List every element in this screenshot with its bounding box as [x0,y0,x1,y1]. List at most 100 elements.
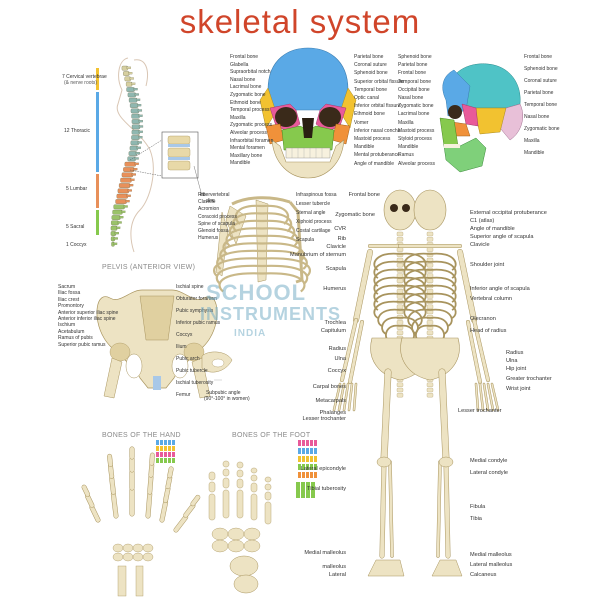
pelvis-labels-item: Ischial tuberosity [176,380,214,386]
mini-foot-bone [310,440,313,446]
pelvis-labels-item: Promontory [58,303,84,310]
pelvis-labels-item: Ischial spine [176,284,204,290]
lumbar-bar [96,174,99,208]
skull-front-right-item: Inferior nasal concha [354,127,401,134]
skull-side-left-item: Zygomatic bone [398,103,434,110]
pelvis-labels-item: Obturator foramen [176,296,217,302]
rib [403,268,431,287]
mini-foot-bone [310,456,313,462]
bone [388,460,394,558]
spine-label-sacral: 5 Sacral [66,224,85,230]
vertebra [426,320,434,325]
skull-side-right-item: Frontal bone [524,54,553,60]
spinous-process [123,205,128,208]
foot-phalanx [236,478,244,489]
mini-foot-bone [298,472,301,478]
bone [483,383,489,411]
vertebra [396,320,404,325]
skull-front-left-item: Ethmoid bone [230,99,261,106]
skull-front-left-item: Maxillary bone [230,152,263,159]
skeleton-label-right: Olecranon [470,316,496,322]
phalanx [89,505,100,522]
pelvis-labels-item: Iliac crest [58,296,80,303]
pelvis-labels-item: Pubic arch [176,356,200,362]
mini-hand-bone [164,446,167,451]
skeleton-label-left: Scapula [325,266,346,272]
spinous-process [112,242,118,245]
skull-side-left-item: Nasal bone [398,95,424,101]
skeleton-label-left: Humerus [323,286,346,292]
rib [429,292,457,311]
skull [413,189,447,231]
mini-foot-bone [310,472,313,478]
pelvis-labels-item: Femur [176,392,191,398]
ribcage-labels-item: Lesser tubercle [296,201,331,207]
skull-side-left-item: Mandible [398,144,419,151]
skeleton-label-right: Angle of mandible [470,226,515,232]
spinous-process [119,216,124,219]
skeleton-label-left: Clavicle [326,244,346,250]
bone [340,318,358,382]
rib [411,316,431,335]
mini-foot-bone [306,464,309,470]
mini-foot-bone [310,448,313,454]
phalanx [148,463,154,478]
phalanx [146,492,152,518]
spinous-process [129,184,134,187]
phalanx [167,466,174,478]
ribcage-labels-item: Acromion [198,206,220,213]
vertebra [396,330,404,335]
foot-phalanx [264,476,272,483]
mini-foot-bone [302,456,305,462]
rib-right [261,249,308,270]
skeleton-label-left: Radius [328,346,346,352]
bone [348,320,364,384]
foot-phalanx [208,493,216,521]
rib [377,308,401,327]
skeleton-label-left: Tibial tuberosity [307,486,346,492]
spine-label-disc: disc [206,198,215,204]
rib [373,268,401,287]
skull-front-left-item: Frontal bone [230,54,259,60]
vertebra [426,393,434,398]
rib-left [216,249,263,270]
spinous-process [128,72,133,75]
ribcage-labels-item: Glenoid fossa [198,228,229,234]
bone [475,383,479,411]
skeleton-label-left: CVR [334,226,346,232]
skeleton-label-right: C1 (atlas) [470,218,495,224]
spinous-process [134,93,139,96]
phalanx [85,494,94,508]
mini-foot-bone [302,448,305,454]
rib [373,276,401,295]
mini-foot-bone [306,440,309,446]
rib-right [261,212,293,233]
bone [353,383,357,411]
section-title-pelvis: PELVIS (ANTERIOR VIEW) [102,264,196,271]
mini-foot-bone [301,482,305,498]
skull-front-left-item: Alveolar process [230,130,267,136]
pelvis-labels-item: Ilium [176,344,187,350]
skull-side-left-item: Mastoid process [398,127,435,134]
mini-hand-bone [172,440,175,445]
rib-right [261,234,302,255]
foot-phalanx [250,493,258,521]
pelvis-labels-item: Pubic symphysis [176,308,214,314]
skull-front-right-item: Parietal bone [354,54,384,60]
phalanx [165,475,172,489]
rib-left [231,212,263,233]
spine-label-cervical-sub: (& nerve roots) [64,80,98,86]
mini-foot-bone [314,464,317,470]
rib [429,268,457,287]
bone [457,249,477,323]
spinous-process [126,194,131,197]
rib [373,284,401,303]
bone [348,383,353,411]
skull-side-left-item: Lacrimal bone [398,111,430,118]
kneecap [376,456,392,468]
vertebra [396,387,404,393]
foot-phalanx [236,461,244,469]
foot-phalanx [208,471,216,481]
